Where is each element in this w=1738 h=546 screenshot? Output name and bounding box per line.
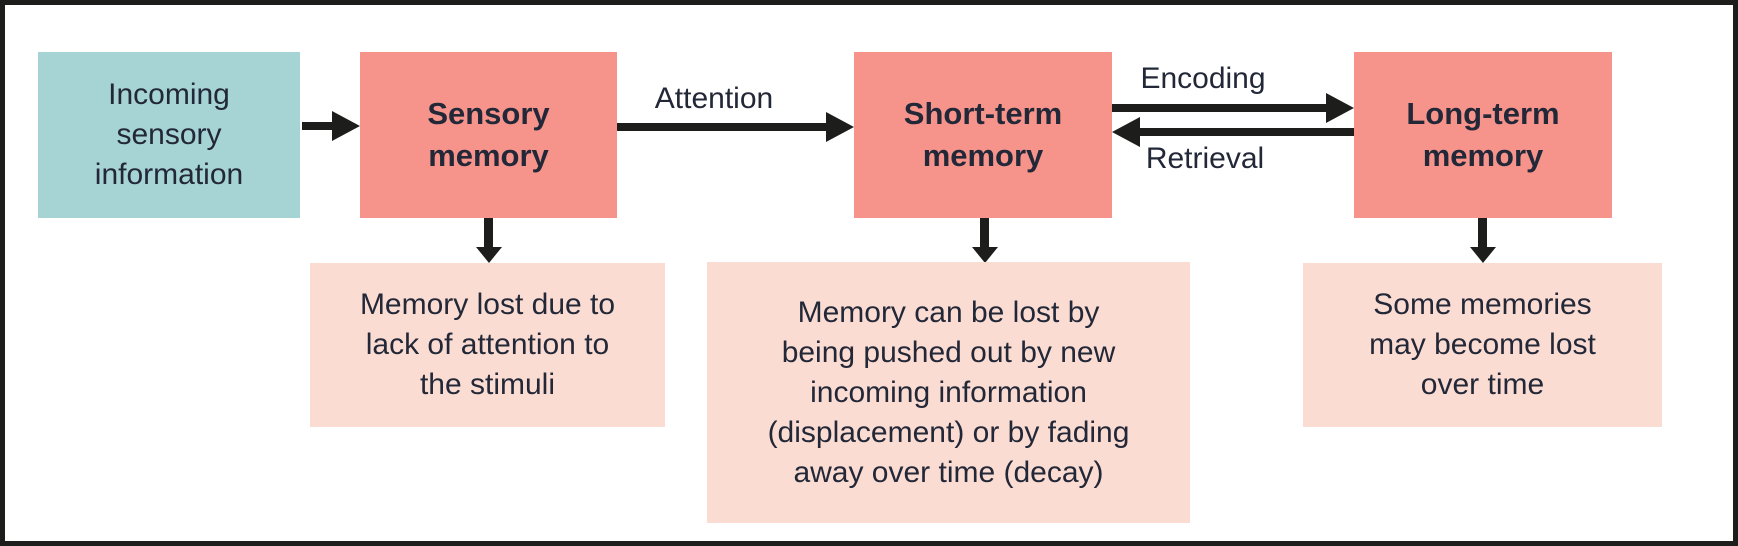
long-term-memory-box: Long-term memory — [1354, 52, 1612, 218]
short-term-memory-loss-note: Memory can be lost by being pushed out b… — [707, 262, 1190, 523]
encoding-arrow — [1112, 104, 1326, 112]
retrieval-arrow — [1140, 128, 1354, 136]
encoding-arrow-label: Encoding — [1140, 62, 1266, 95]
retrieval-arrow-label: Retrieval — [1145, 142, 1265, 175]
incoming-to-sensory-arrow — [302, 122, 332, 130]
short-term-memory-down-arrow — [980, 218, 989, 247]
attention-arrow — [617, 123, 826, 131]
long-term-memory-down-arrow — [1478, 218, 1487, 247]
short-term-memory-box: Short-term memory — [854, 52, 1112, 218]
incoming-sensory-information-box: Incoming sensory information — [38, 52, 300, 218]
long-term-memory-loss-note: Some memories may become lost over time — [1303, 263, 1662, 427]
sensory-memory-down-arrow — [484, 218, 493, 247]
sensory-memory-loss-note: Memory lost due to lack of attention to … — [310, 263, 665, 427]
attention-arrow-label: Attention — [654, 82, 774, 115]
sensory-memory-box: Sensory memory — [360, 52, 617, 218]
